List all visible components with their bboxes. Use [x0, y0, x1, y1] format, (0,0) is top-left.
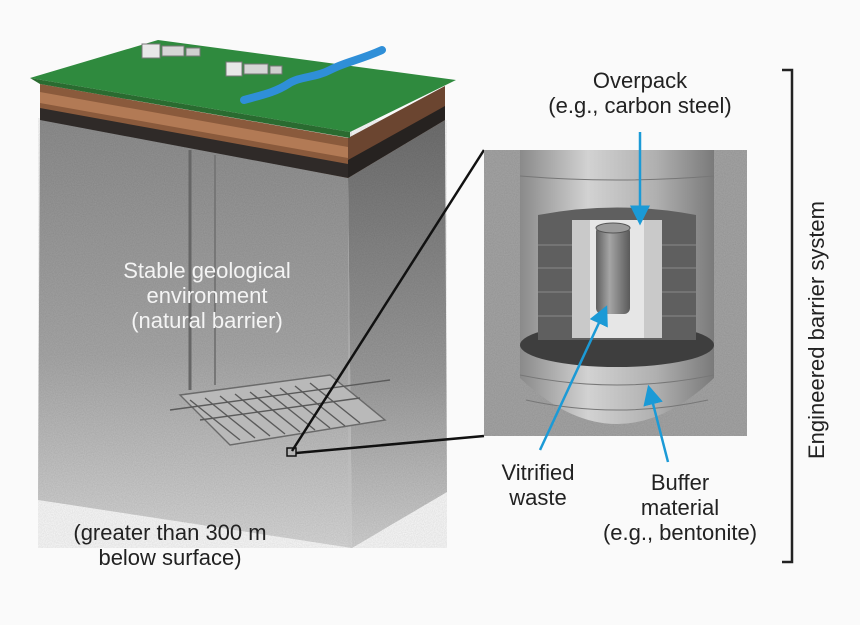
depth-note-label: (greater than 300 m below surface) [73, 520, 267, 570]
ground-surface [30, 40, 456, 132]
disposal-tunnels [169, 374, 391, 446]
leader-arrows [538, 132, 670, 463]
natural-barrier-label: Stable geological environment (natural b… [123, 258, 291, 333]
vitrified-waste-arrow [538, 305, 608, 451]
buffer-material-arrow [643, 384, 670, 463]
buffer-material-label: Buffer material (e.g., bentonite) [602, 470, 758, 545]
connector-line-top [290, 149, 486, 452]
surface-facility [141, 43, 283, 77]
engineered-barrier-detail [484, 150, 747, 436]
river [240, 46, 386, 104]
block-side-face [348, 120, 447, 548]
engineered-barrier-bracket [782, 68, 794, 564]
block-front-face [38, 118, 352, 548]
geological-block [30, 40, 456, 548]
engineered-barrier-system-label: Engineered barrier system [804, 200, 829, 460]
vitrified-waste-canister [596, 226, 630, 314]
overpack-label: Overpack (e.g., carbon steel) [548, 68, 732, 118]
vitrified-waste-label: Vitrified waste [501, 460, 575, 510]
connector-line-bottom [295, 434, 485, 455]
